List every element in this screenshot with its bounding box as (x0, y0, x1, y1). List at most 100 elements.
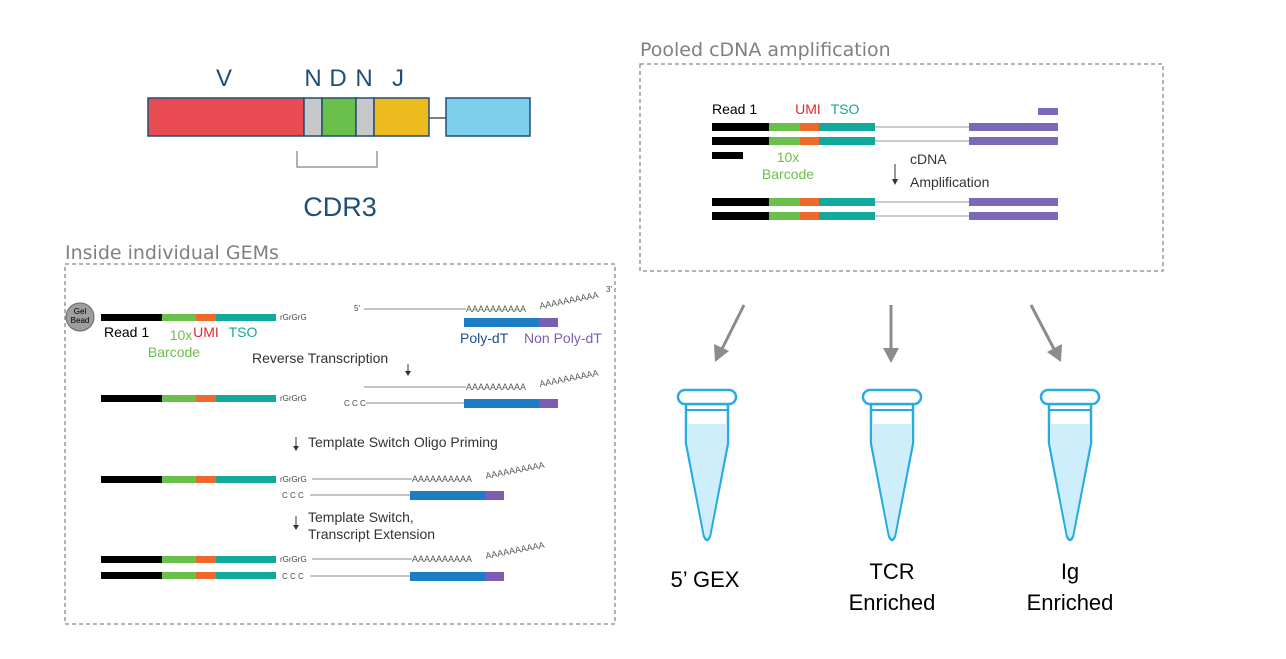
d-label: D (329, 65, 346, 92)
amplification-arrow-head (892, 179, 898, 185)
vdj-gene-structure: V N D N J CDR3 (147, 65, 531, 222)
constant-region-segment (969, 212, 1058, 220)
pooled-tso-label: TSO (831, 101, 860, 117)
tube-gex (676, 388, 738, 542)
amplification-label-line2: Amplification (910, 174, 989, 190)
non-poly-dt-label: Non Poly-dT (524, 330, 602, 346)
barcode-segment (769, 198, 800, 206)
tso-segment (216, 556, 276, 563)
read1-segment (712, 198, 769, 206)
tube-gex-cap (676, 388, 738, 406)
poly-a-tail-extension: AAAAAAAAAA (484, 460, 545, 481)
umi-segment (196, 395, 216, 402)
constant-region-segment (969, 137, 1058, 145)
reverse-transcription-label: Reverse Transcription (252, 350, 388, 366)
read1-segment (712, 212, 769, 220)
pooled-barcode-label-line2: Barcode (762, 166, 814, 182)
barcode-segment (769, 212, 800, 220)
barcode-segment (162, 556, 196, 563)
constant-region-segment (969, 198, 1058, 206)
primer-fragment (1038, 108, 1058, 115)
tso-segment (216, 395, 276, 402)
ccc-label: C C C (282, 572, 304, 581)
poly-a-tail: AAAAAAAAAA (412, 554, 472, 564)
ccc-label: C C C (282, 491, 304, 500)
barcode-segment (162, 476, 196, 483)
barcode-label-line1: 10x (170, 327, 193, 343)
gel-bead-label-line2: Bead (71, 316, 90, 325)
c-segment (445, 97, 531, 137)
amplification-label-line1: cDNA (910, 151, 947, 167)
read1-segment (101, 314, 162, 321)
arrow-to-ig-head (1047, 344, 1062, 362)
arrow-to-gex-head (714, 344, 729, 362)
rgrgrg-label: rGrGrG (280, 313, 307, 322)
non-poly-dt-segment (539, 399, 558, 408)
umi-segment (196, 556, 216, 563)
umi-segment (800, 198, 819, 206)
tcr-library-label-line2: Enriched (849, 590, 936, 615)
n-segment-right (355, 97, 375, 137)
gex-library-label: 5’ GEX (671, 567, 740, 592)
tube-ig (1039, 388, 1101, 542)
read1-label: Read 1 (104, 324, 149, 340)
five-prime-label: 5' (354, 304, 360, 313)
read1-segment (101, 476, 162, 483)
read1-primer (712, 152, 743, 159)
barcode-segment (769, 123, 800, 131)
poly-a-tail: AAAAAAAAAA (466, 382, 526, 392)
pooled-panel-border (639, 63, 1164, 272)
barcode-label-line2: Barcode (148, 344, 200, 360)
read1-segment (101, 395, 162, 402)
gems-panel-title: Inside individual GEMs (65, 242, 279, 264)
library-split-arrows (714, 304, 1062, 363)
non-poly-dt-segment (485, 572, 504, 581)
barcode-segment (162, 314, 196, 321)
cdr3-label: CDR3 (303, 192, 377, 222)
read1-segment (712, 137, 769, 145)
rt-arrow-head (405, 371, 411, 376)
read1-segment (712, 123, 769, 131)
n-segment-left (303, 97, 323, 137)
d-segment (321, 97, 357, 137)
tso-segment (819, 212, 875, 220)
gel-bead-label-line1: Gel (74, 307, 87, 316)
pooled-read1-label: Read 1 (712, 101, 757, 117)
tso-priming-label: Template Switch Oligo Priming (308, 434, 498, 450)
ccc-label: C C C (344, 399, 366, 408)
umi-segment (196, 476, 216, 483)
tso-segment (819, 198, 875, 206)
poly-a-tail-extension: AAAAAAAAAA (484, 540, 545, 561)
j-label: J (392, 65, 404, 92)
ig-library-label-line2: Enriched (1027, 590, 1114, 615)
rgrgrg-label: rGrGrG (280, 394, 307, 403)
tube-ig-cap (1039, 388, 1101, 406)
umi-segment (800, 123, 819, 131)
tube-gex-liquid (687, 424, 727, 538)
n-label-left: N (304, 65, 321, 92)
tube-ig-liquid (1050, 424, 1090, 538)
arrow-to-ig (1029, 304, 1056, 350)
poly-dt-segment (464, 399, 539, 408)
barcode-segment (769, 137, 800, 145)
tso-segment (216, 476, 276, 483)
read1-segment (101, 556, 162, 563)
tso-segment-complement (216, 572, 276, 579)
template-switch-arrow-head (293, 525, 299, 530)
tube-tcr-liquid (872, 424, 912, 538)
tube-tcr-cap (861, 388, 923, 406)
tcr-library-label-line1: TCR (869, 559, 914, 584)
arrow-to-tcr-head (883, 348, 899, 363)
tube-tcr (861, 388, 923, 542)
j-segment (373, 97, 430, 137)
poly-a-tail: AAAAAAAAAA (466, 304, 526, 314)
template-switch-label-line1: Template Switch, (308, 509, 414, 525)
poly-a-tail-extension: AAAAAAAAAA (538, 290, 599, 311)
v-label: V (216, 65, 232, 92)
non-poly-dt-segment (539, 318, 558, 327)
n-label-right: N (355, 65, 372, 92)
rgrgrg-label: rGrGrG (280, 475, 307, 484)
umi-label: UMI (193, 324, 219, 340)
tso-segment (819, 123, 875, 131)
